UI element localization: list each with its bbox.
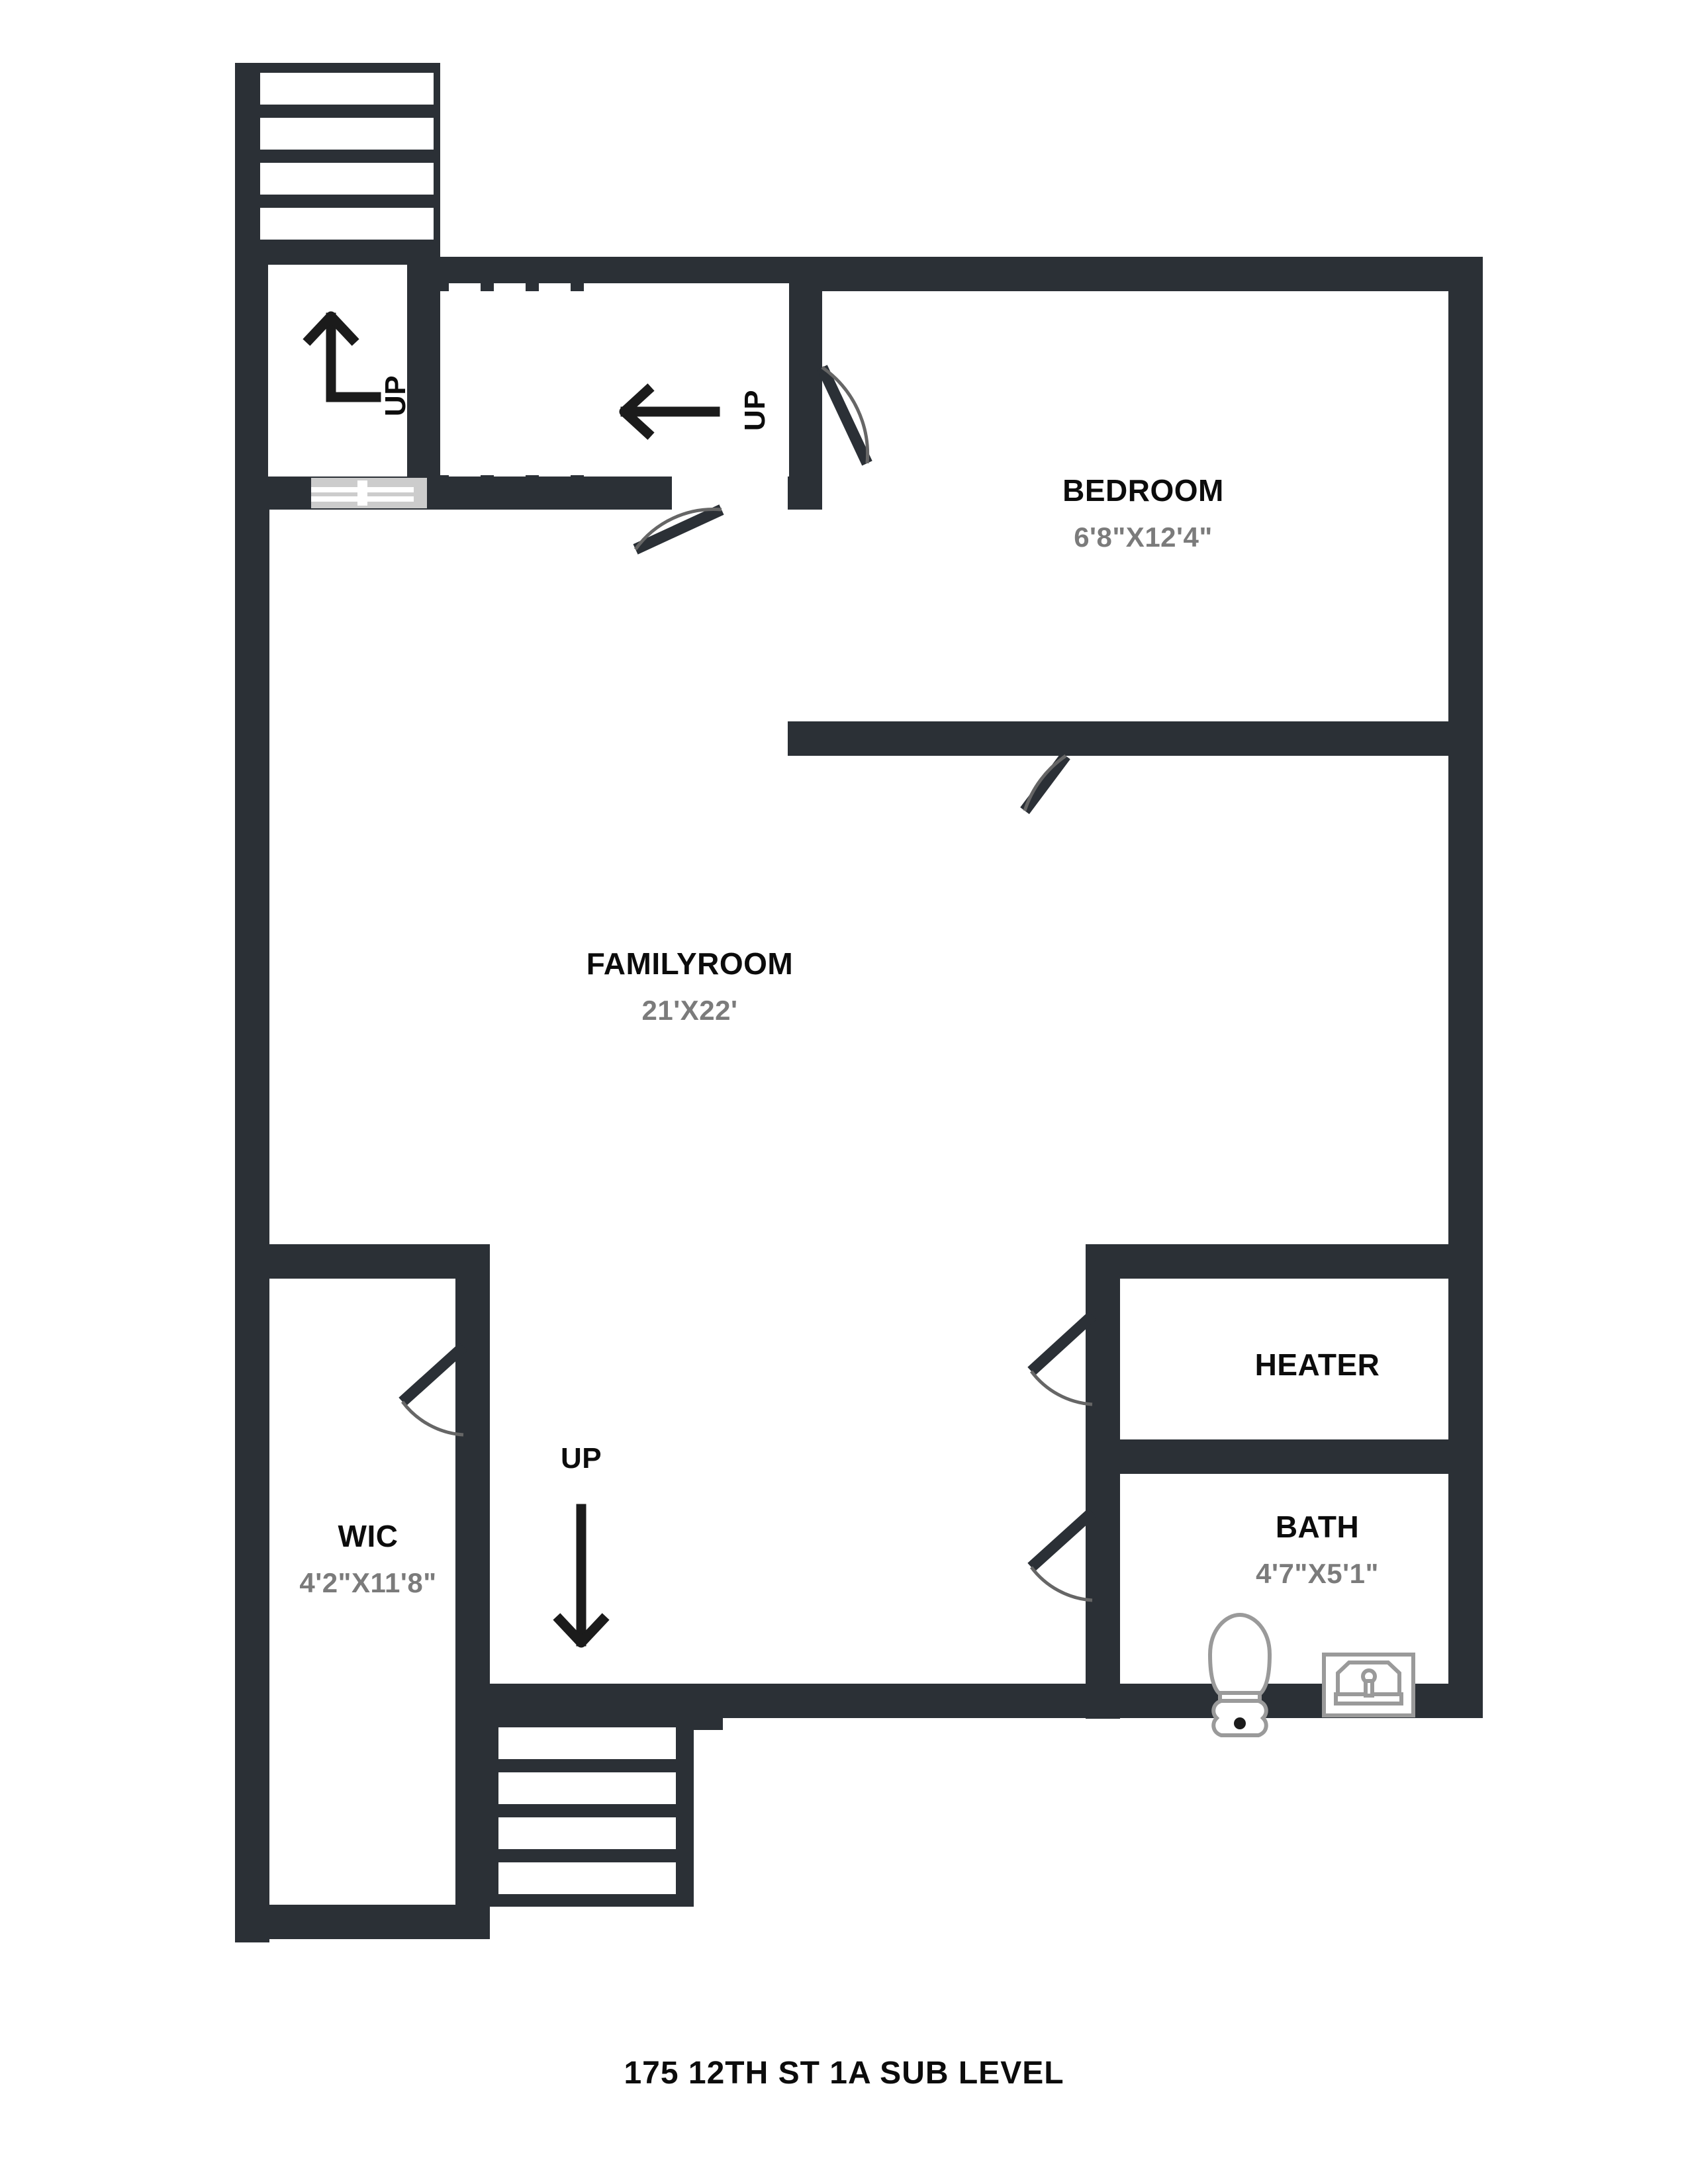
door-stairhall [633, 504, 724, 555]
sink-faucet-stem [1364, 1679, 1374, 1698]
doors-group [399, 365, 1096, 1602]
door-heater [1027, 1311, 1096, 1406]
window-pane-line [367, 487, 414, 492]
wall-heater-bath-divider [1086, 1439, 1483, 1474]
door-bath [1027, 1508, 1096, 1602]
vestibule-interior [268, 265, 407, 477]
door-swing-arc [633, 508, 722, 551]
arrow-up-topleft [303, 311, 381, 402]
sink-icon [1322, 1653, 1415, 1717]
up-label-bottomstairs: UP [561, 1442, 602, 1475]
window-pane-line [367, 496, 414, 502]
wall-bottom-exterior-left [235, 1905, 490, 1939]
window-pane-line [311, 496, 357, 502]
room-dimension-bedroom: 6'8"X12'4" [1074, 522, 1213, 553]
door-leaf [1027, 1508, 1096, 1572]
arrow-down-bottomstairs [553, 1504, 610, 1648]
wall-left-exterior [235, 63, 269, 1942]
room-label-familyroom: FAMILYROOM [586, 946, 794, 981]
wall-bath-left [1086, 1474, 1120, 1719]
wall-stairhall-right [788, 285, 822, 510]
stairhall-interior [616, 283, 789, 477]
stairs-top-middle [449, 283, 616, 477]
door-leaf [633, 504, 724, 555]
wall-stairhall-bottom [407, 475, 672, 510]
stairs-group [260, 73, 789, 1894]
stairs-bottom [498, 1727, 676, 1894]
door-swing-arc [400, 1400, 464, 1437]
fixtures-group [1207, 1612, 1415, 1737]
door-wic [399, 1342, 467, 1437]
wall-bedroom-bottom [788, 721, 1450, 756]
door-bedroom-top [817, 365, 872, 466]
toilet-flush-dot [1234, 1717, 1246, 1729]
stair-tread [498, 1862, 676, 1894]
toilet-bowl [1207, 1612, 1272, 1698]
stairs-top-left [260, 73, 434, 240]
stair-tread [584, 283, 616, 477]
room-dimension-bath: 4'7"X5'1" [1256, 1558, 1379, 1589]
room-label-bedroom: BEDROOM [1062, 473, 1224, 508]
stair-tread [539, 283, 571, 477]
wall-right-exterior [1448, 257, 1483, 1718]
window-pane-line [311, 487, 357, 492]
wall-wic-top [269, 1244, 490, 1279]
labels-group: UP UP UP BEDROOM 6'8"X12'4" FAMILYROOM 2… [299, 375, 1380, 2091]
door-swing-arc [1023, 754, 1067, 811]
arrow-head-up [303, 311, 359, 346]
door-leaf [1020, 752, 1070, 815]
toilet-icon [1207, 1612, 1272, 1737]
stair-tread [494, 283, 526, 477]
door-swing-arc [821, 365, 870, 464]
direction-arrows-group [303, 311, 720, 1648]
door-swing-arc [1029, 1370, 1093, 1406]
door-leaf [817, 365, 872, 466]
up-label-topleft: UP [379, 375, 412, 416]
room-label-wic: WIC [338, 1519, 399, 1553]
window-left-wall [311, 478, 427, 508]
stair-tread [498, 1727, 676, 1759]
door-swing-arc [1029, 1566, 1093, 1602]
door-leaf [1027, 1311, 1096, 1376]
up-label-stairhall: UP [739, 390, 771, 431]
door-leaf [399, 1342, 467, 1406]
arrow-left-stairhall [619, 383, 720, 440]
stair-tread [260, 73, 434, 105]
stair-tread [449, 283, 481, 477]
stair-tread [260, 163, 434, 195]
arrow-head-left [619, 383, 655, 440]
room-dimension-wic: 4'2"X11'8" [299, 1567, 436, 1598]
door-bedroom-bottom [1020, 752, 1070, 815]
wall-familyroom-bottom [455, 1684, 723, 1718]
room-dimension-familyroom: 21'X22' [642, 995, 738, 1026]
window-frame [311, 478, 427, 508]
room-label-bath: BATH [1276, 1510, 1359, 1544]
wall-heater-top [1086, 1244, 1483, 1279]
arrow-head-down [553, 1613, 610, 1648]
plan-title: 175 12TH ST 1A SUB LEVEL [624, 2056, 1064, 2091]
stair-tread [498, 1817, 676, 1849]
window-mullion [357, 480, 367, 506]
wall-wic-right [455, 1244, 490, 1939]
stair-tread [260, 208, 434, 240]
stair-tread [260, 118, 434, 150]
stair-tread [498, 1772, 676, 1804]
room-label-heater: HEATER [1255, 1347, 1380, 1382]
